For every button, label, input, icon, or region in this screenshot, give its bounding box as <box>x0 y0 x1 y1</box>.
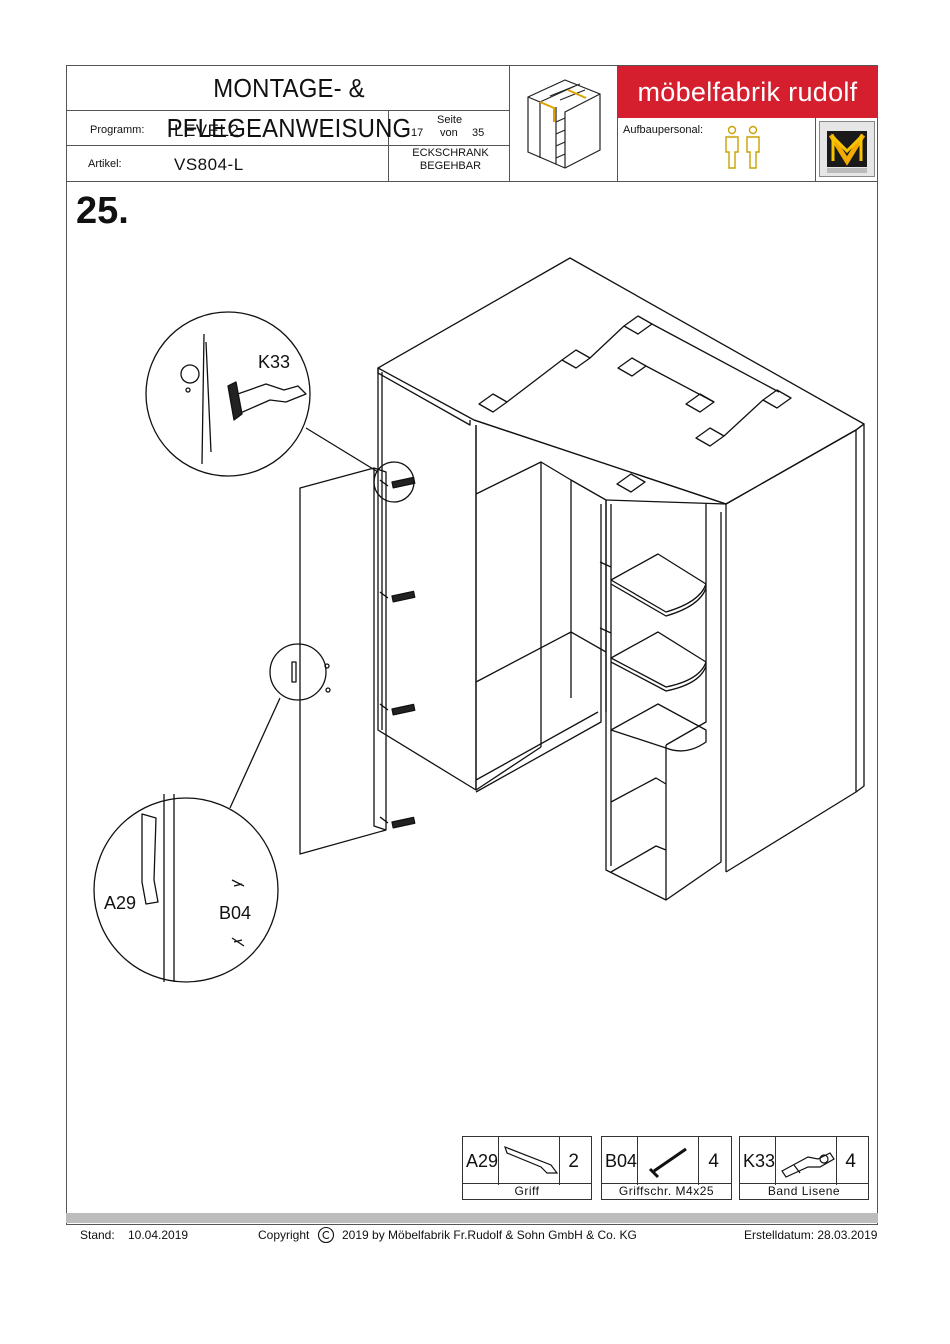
two-persons-icon <box>725 125 760 169</box>
brand-banner: möbelfabrik rudolf <box>617 66 878 118</box>
header-col-rule-4 <box>815 118 816 181</box>
cabinet-thumbnail <box>527 79 601 169</box>
copyright-label: Copyright <box>258 1228 310 1242</box>
part-name: Griff <box>463 1183 591 1199</box>
header-title-rule <box>66 110 509 111</box>
part-name: Band Lisene <box>740 1183 868 1199</box>
aufbau-label: Aufbaupersonal: <box>623 124 704 136</box>
screw-icon <box>648 1147 687 1179</box>
part-qty: 4 <box>845 1151 856 1172</box>
header-bottom-rule <box>66 181 878 182</box>
callout-handle-label: A29 <box>104 893 137 913</box>
header-col-rule <box>388 110 389 181</box>
handle-detail-circle <box>93 797 279 983</box>
programm-value: LEVEL2 <box>174 121 240 140</box>
part-name: Griffschr. M4x25 <box>602 1183 731 1199</box>
handle-mount-circle <box>269 643 327 701</box>
seite-label: Seite <box>437 114 463 126</box>
header-col-rule-3 <box>617 65 618 182</box>
page-current: 17 <box>411 127 424 139</box>
handle-icon <box>504 1145 559 1174</box>
part-code: K33 <box>743 1151 776 1171</box>
part-box-k33: K33 4 Band Lisene <box>739 1136 869 1200</box>
stand-label: Stand: <box>80 1228 115 1242</box>
header-row-rule <box>66 145 509 146</box>
artikel-label: Artikel: <box>88 158 122 170</box>
part-box-a29: A29 2 Griff <box>462 1136 592 1200</box>
part-code: B04 <box>605 1151 638 1171</box>
header-col-rule-2 <box>509 65 510 182</box>
erstelldatum: Erstelldatum: 28.03.2019 <box>744 1228 878 1242</box>
document-title: MONTAGE- & PFLEGEANWEISUNG <box>166 73 412 143</box>
part-box-b04: B04 4 Griffschr. M4x25 <box>601 1136 732 1200</box>
part-qty: 2 <box>568 1151 579 1172</box>
hinge-detail-circle <box>145 311 311 477</box>
stand-date: 10.04.2019 <box>128 1228 189 1242</box>
copyright-icon <box>317 1226 335 1244</box>
page-separator: von <box>440 127 458 139</box>
product-line-2: BEGEHBAR <box>419 160 482 172</box>
callout-hinge-label: K33 <box>258 352 291 372</box>
cabinet-door <box>299 467 387 855</box>
quality-seal-icon <box>819 121 875 177</box>
page-total: 35 <box>472 127 485 139</box>
step-number: 25. <box>76 190 129 232</box>
part-qty: 4 <box>708 1151 719 1172</box>
callout-screw-label: B04 <box>219 903 252 923</box>
part-code: A29 <box>466 1151 499 1171</box>
page-frame <box>66 65 878 1225</box>
assembly-illustration <box>93 257 865 983</box>
artikel-value: VS804-L <box>174 155 244 174</box>
programm-label: Programm: <box>90 124 145 136</box>
copyright-text: 2019 by Möbelfabrik Fr.Rudolf & Sohn Gmb… <box>342 1228 637 1242</box>
footer-bar <box>66 1213 878 1223</box>
hinge-icon <box>781 1152 835 1178</box>
product-line-1: ECKSCHRANK <box>412 147 489 159</box>
